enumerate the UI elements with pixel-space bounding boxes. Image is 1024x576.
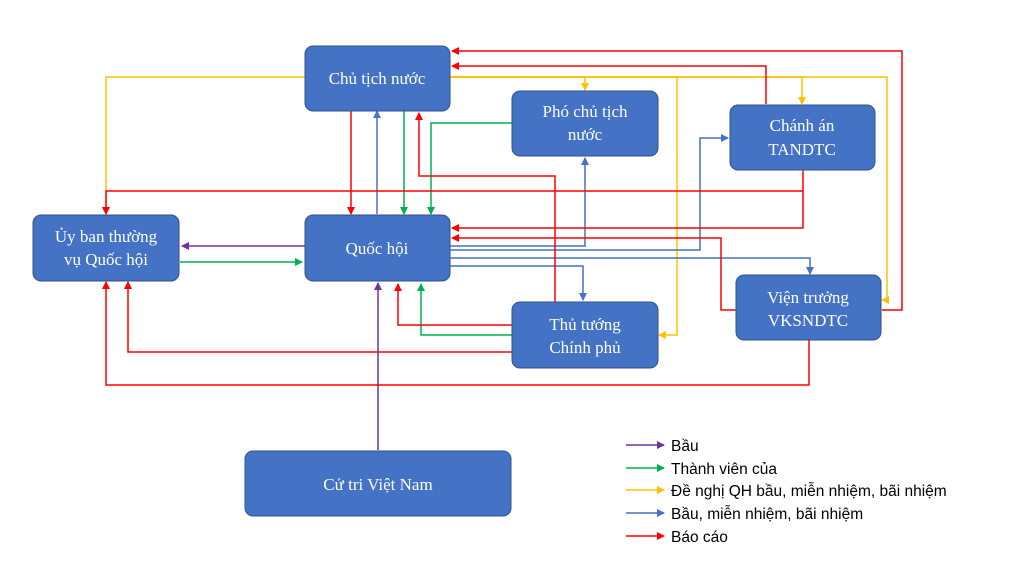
- node-box: [511, 301, 659, 369]
- arrow-thutuong-to-quochoi: [417, 283, 512, 336]
- node-pho-chu-tich-nuoc: Phó chủ tịch nước: [511, 90, 659, 157]
- arrow-chutich-to-phochutich: [450, 76, 589, 91]
- node-label-line: Cử tri Việt Nam: [323, 475, 432, 494]
- legend-item-bau-mien: Bầu, miễn nhiệm, bãi nhiệm: [626, 506, 863, 523]
- legend-item-bau: Bầu: [626, 438, 699, 455]
- node-chu-tich-nuoc: Chủ tịch nước: [304, 45, 451, 112]
- arrow-quochoi-to-thutuong: [450, 265, 587, 301]
- node-box: [32, 214, 180, 282]
- node-label-line: Ủy ban thường: [55, 227, 158, 246]
- connectors: [102, 47, 903, 450]
- node-quoc-hoi: Quốc hội: [304, 214, 451, 282]
- node-thu-tuong-chinh-phu: Thủ tướng Chính phủ: [511, 301, 659, 369]
- node-label-line: TANDTC: [768, 140, 836, 159]
- node-box: [729, 104, 876, 171]
- legend-item-bao-cao: Báo cáo: [626, 529, 728, 546]
- legend-label: Đề nghị QH bầu, miễn nhiệm, bãi nhiệm: [671, 483, 947, 500]
- arrow-quochoi-to-chanhan: [450, 134, 729, 251]
- node-box: [304, 45, 451, 112]
- node-cu-tri-viet-nam: Cử tri Việt Nam: [244, 450, 512, 517]
- node-uy-ban-thuong-vu: Ủy ban thường vụ Quốc hội: [32, 214, 180, 282]
- node-box: [735, 274, 882, 341]
- arrow-quochoi-to-vientruong: [450, 257, 814, 275]
- node-label-line: Chính phủ: [549, 338, 621, 357]
- arrow-vientruong-report-uyban: [102, 281, 810, 386]
- legend-item-de-nghi: Đề nghị QH bầu, miễn nhiệm, bãi nhiệm: [626, 483, 947, 500]
- arrow-quochoi-to-phochutich: [450, 157, 589, 247]
- arrow-thutuong-report-quochoi: [394, 283, 512, 326]
- arrow-chutich-to-vientruong: [450, 76, 889, 304]
- arrow-thutuong-report-chutich: [415, 112, 556, 302]
- legend-label: Báo cáo: [671, 529, 728, 546]
- node-vien-truong-vksndtc: Viện trưởng VKSNDTC: [735, 274, 882, 341]
- arrow-chanhan-report-uyban: [102, 190, 803, 215]
- arrow-phochutich-to-quochoi: [427, 122, 512, 215]
- node-box: [304, 214, 451, 282]
- arrow-vientruong-report-chutich: [451, 47, 903, 311]
- legend: Bầu Thành viên của Đề nghị QH bầu, miễn …: [626, 438, 947, 546]
- arrow-chutich-to-uyban: [102, 76, 305, 215]
- node-label-line: Thủ tướng: [549, 315, 621, 334]
- node-label-line: Phó chủ tịch: [543, 102, 628, 121]
- arrow-chanhan-report-quochoi: [451, 170, 804, 232]
- arrow-thutuong-report-uyban: [124, 281, 512, 353]
- node-label-line: Chánh án: [770, 116, 835, 135]
- node-label-line: VKSNDTC: [768, 311, 848, 330]
- node-label-line: vụ Quốc hội: [64, 250, 148, 269]
- arrow-chanhan-report-chutich: [451, 62, 767, 104]
- legend-label: Thành viên của: [671, 461, 777, 478]
- node-label-line: Quốc hội: [346, 239, 409, 258]
- node-box: [244, 450, 512, 517]
- legend-label: Bầu: [671, 438, 699, 455]
- legend-label: Bầu, miễn nhiệm, bãi nhiệm: [671, 506, 863, 523]
- legend-item-thanh-vien: Thành viên của: [626, 461, 777, 478]
- node-chanh-an-tandtc: Chánh án TANDTC: [729, 104, 876, 171]
- node-label-line: Viện trưởng: [767, 288, 849, 307]
- node-label-line: Chủ tịch nước: [329, 69, 426, 88]
- node-box: [511, 90, 659, 157]
- arrow-vientruong-report-quochoi: [451, 234, 736, 311]
- node-label-line: nước: [568, 125, 603, 144]
